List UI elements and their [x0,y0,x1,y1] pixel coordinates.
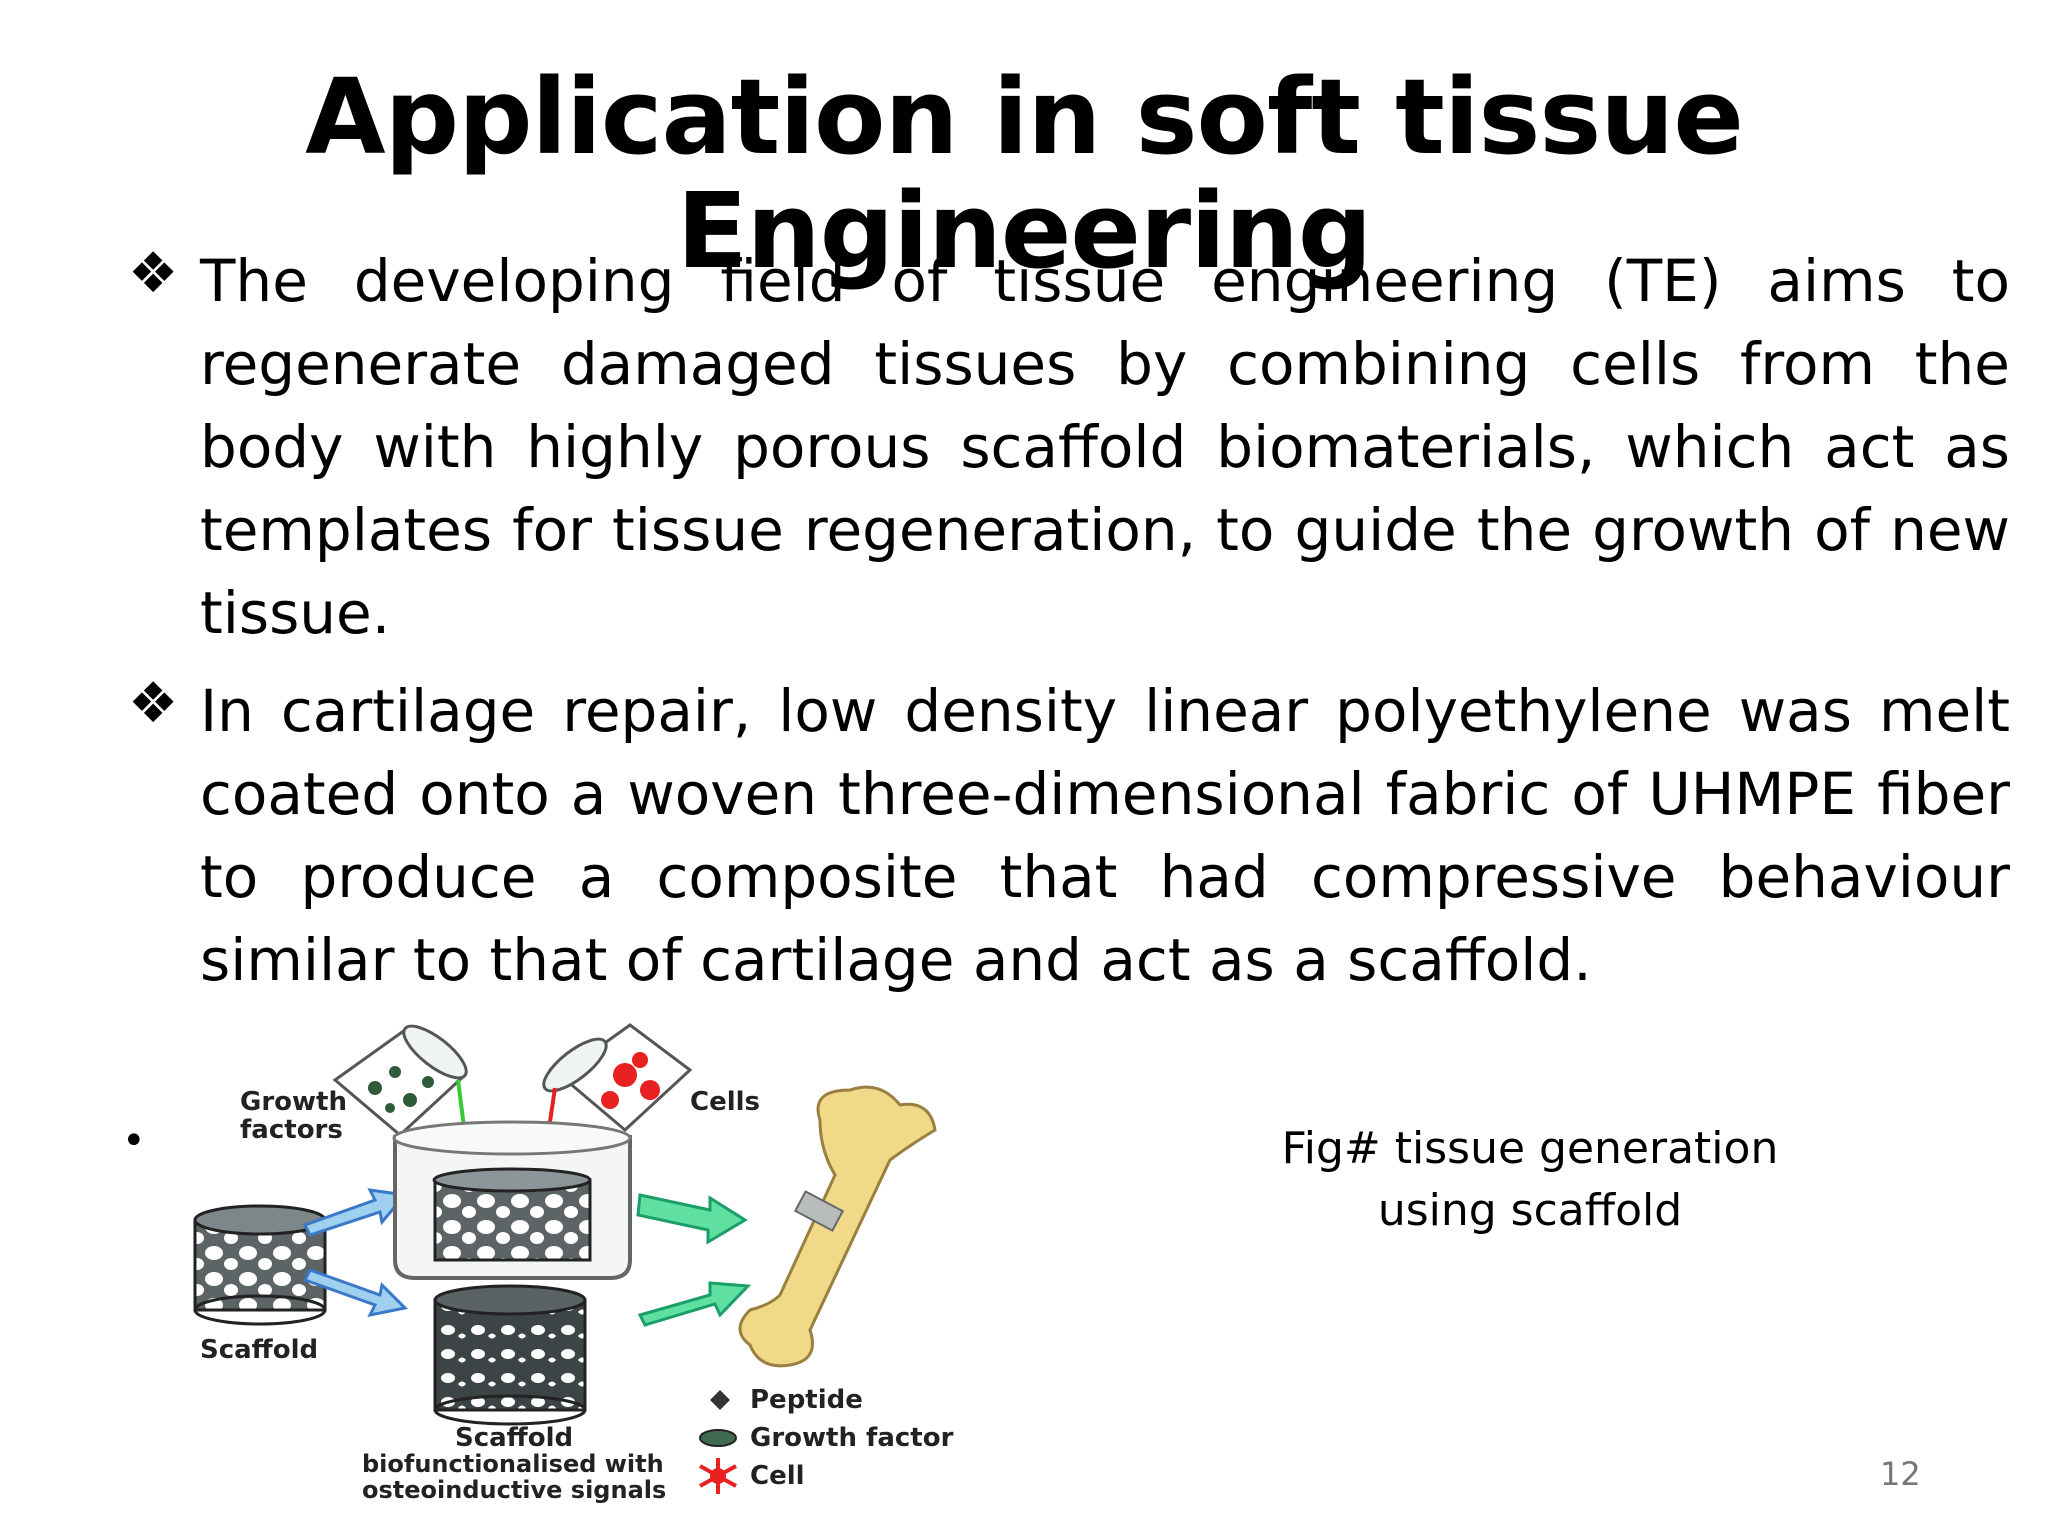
tissue-scaffold-figure: Scaffold Growth factors Cells [193,1023,954,1504]
beaker-icon [392,1120,632,1280]
bullet-text-1: The developing field of tissue engineeri… [200,247,2010,647]
legend-peptide-label: Peptide [750,1385,863,1415]
peptide-icon [710,1390,730,1410]
arrow-icon [636,1193,748,1245]
biofunctionalised-scaffold-icon [433,1284,587,1426]
cells-cup-icon [542,1023,693,1133]
diamond-bullet-icon: ❖ [128,241,179,306]
page-number: 12 [1880,1455,1921,1493]
arrow-icon [302,1188,408,1237]
bone-icon [738,1085,937,1368]
small-bullet-icon: • [122,1118,146,1164]
legend-cell-label: Cell [750,1461,805,1491]
legend-growth-factor-label: Growth factor [750,1423,954,1453]
arrow-icon [302,1268,409,1318]
growth-factor-cup-icon [332,1024,468,1138]
figure-caption-line2: using scaffold [1377,1185,1683,1236]
figure-caption: Fig# tissue generation using scaffold [1250,1118,1810,1242]
growth-factors-label-line2: factors [240,1115,343,1145]
growth-factors-label-line1: Growth [240,1087,347,1117]
scaffold2-label-line3: osteoinductive signals [362,1476,666,1504]
growth-factor-icon [699,1429,737,1447]
cells-label: Cells [690,1087,760,1117]
legend: Peptide Growth factor Cell [699,1385,954,1494]
scaffold2-label-line2: biofunctionalised with [362,1450,664,1478]
diamond-bullet-icon: ❖ [128,671,179,736]
bullet-item-2: ❖ In cartilage repair, low density linea… [128,670,2010,1002]
figure-caption-line1: Fig# tissue generation [1281,1123,1779,1174]
bullet-item-1: ❖ The developing field of tissue enginee… [128,240,2010,655]
bullet-text-2: In cartilage repair, low density linear … [200,677,2010,994]
cell-icon [699,1458,737,1494]
scaffold2-label-line1: Scaffold [455,1423,573,1453]
scaffold-label: Scaffold [200,1335,318,1365]
arrow-icon [637,1281,752,1327]
slide-title: Application in soft tissue Engineering [305,56,1744,293]
